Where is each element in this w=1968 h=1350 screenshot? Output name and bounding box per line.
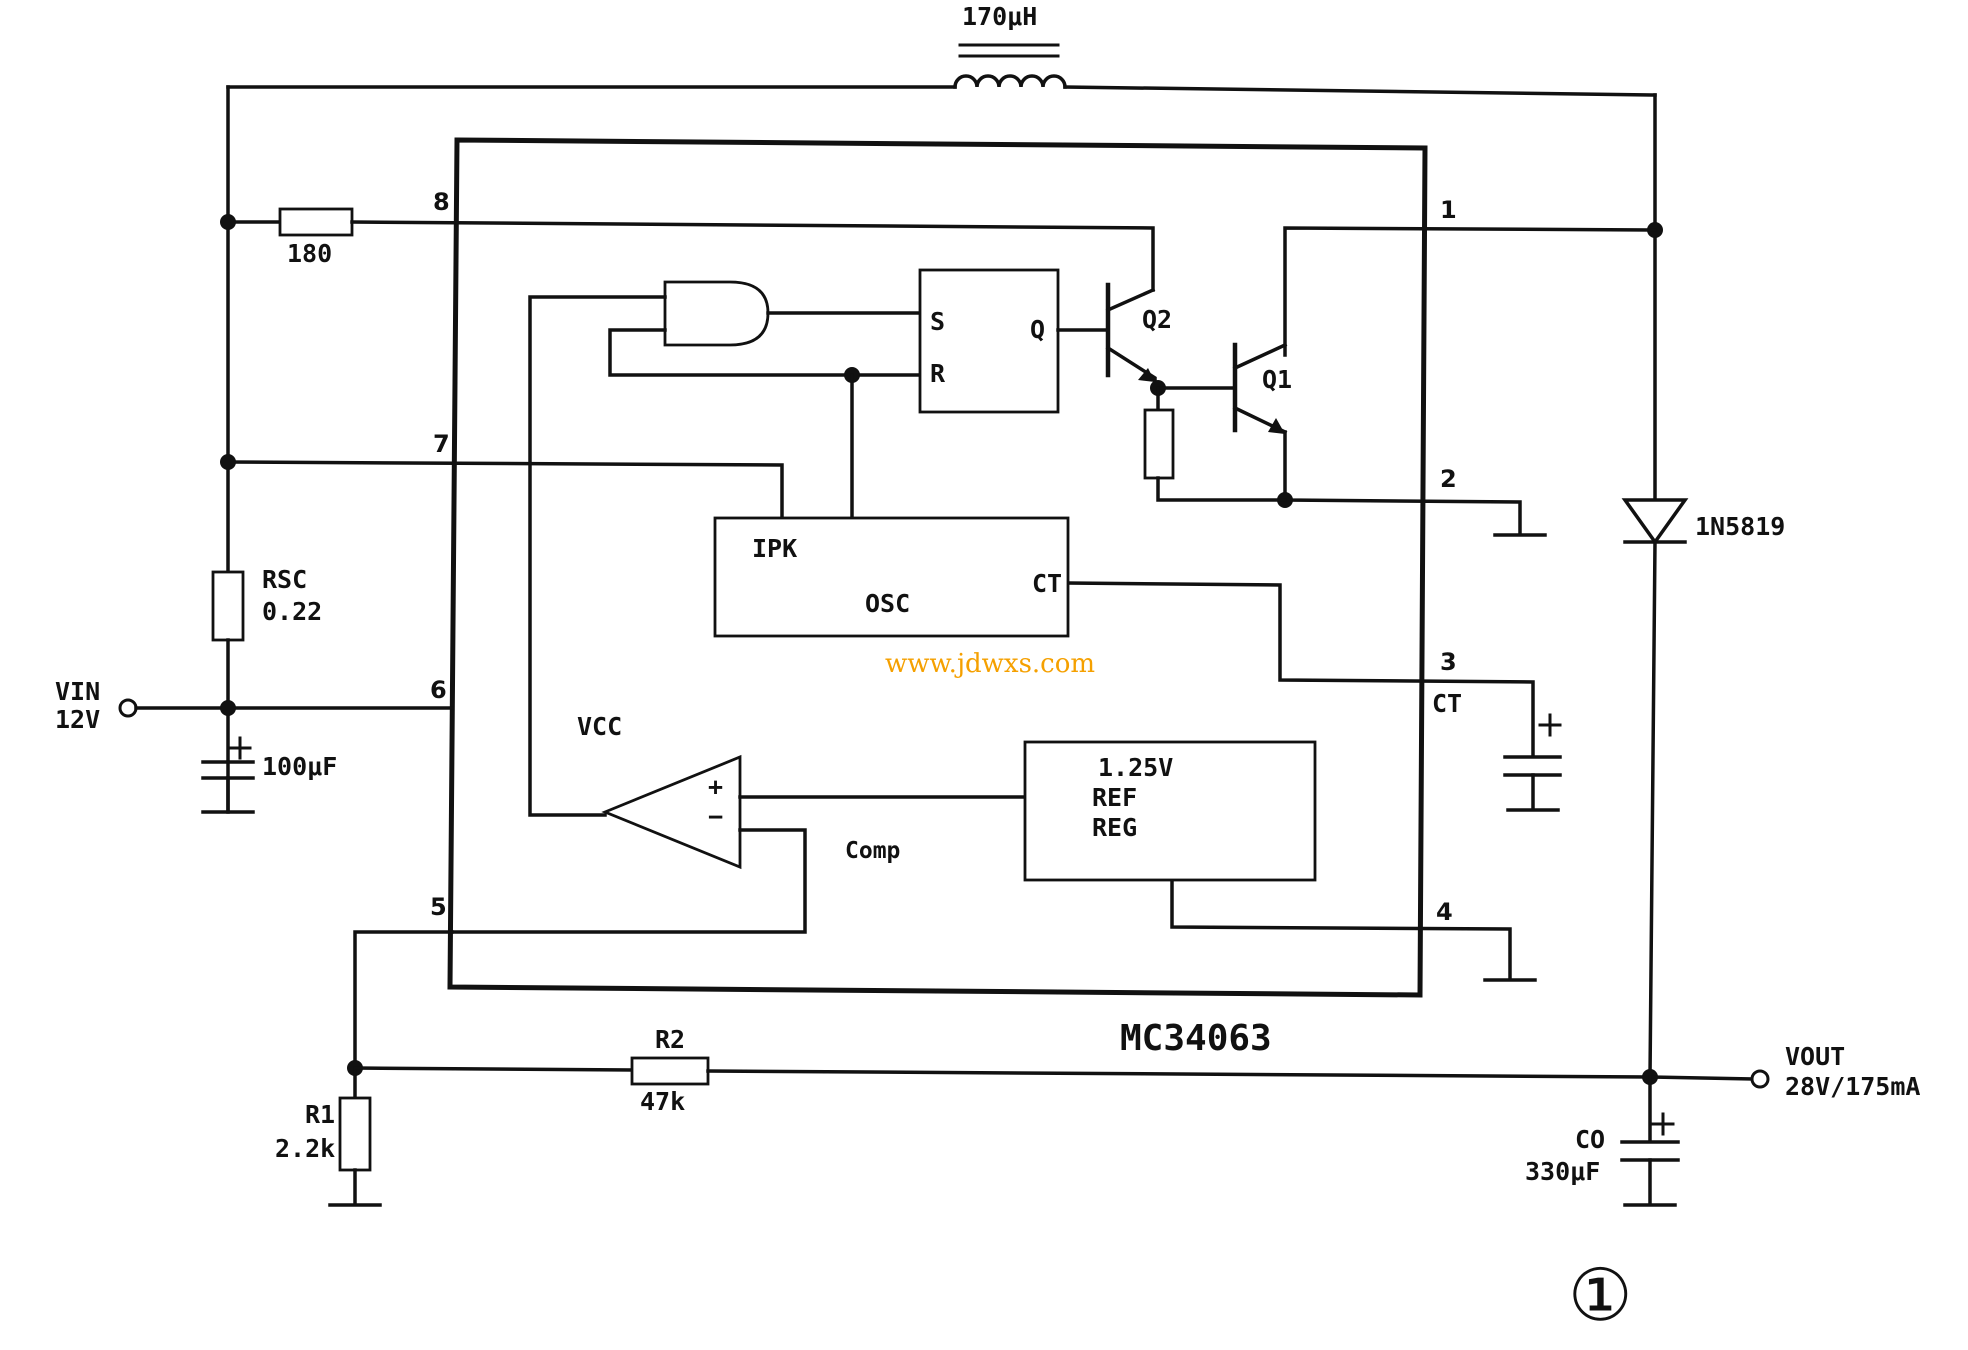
comparator: + − Comp bbox=[450, 754, 1027, 934]
r1-name: R1 bbox=[305, 1100, 335, 1129]
watermark: www.jdwxs.com bbox=[885, 649, 1095, 679]
chip-outline bbox=[447, 137, 1428, 998]
pin-3-label: 3 bbox=[1440, 648, 1457, 676]
pin-4-label: 4 bbox=[1436, 898, 1453, 926]
vin-value: 12V bbox=[55, 705, 100, 734]
pin-8-label: 8 bbox=[433, 188, 450, 216]
sr-flipflop: S R Q bbox=[918, 268, 1060, 414]
resistor-r1: R1 2.2k bbox=[275, 1066, 382, 1207]
q2-label: Q2 bbox=[1142, 305, 1172, 334]
rsc-value: 0.22 bbox=[262, 597, 322, 626]
ct-inner-label: CT bbox=[1032, 569, 1062, 598]
output-capacitor: CO 330μF bbox=[1525, 1075, 1680, 1207]
oscillator-block: IPK OSC CT bbox=[713, 516, 1070, 638]
vout-terminal bbox=[1750, 1069, 1770, 1089]
pin-5-label: 5 bbox=[430, 893, 447, 921]
osc-label: OSC bbox=[865, 589, 910, 618]
junction-dot bbox=[220, 214, 236, 230]
diode-1n5819: 1N5819 bbox=[1621, 498, 1785, 1079]
vout-label: VOUT bbox=[1785, 1042, 1845, 1071]
ct-capacitor bbox=[1503, 713, 1562, 812]
resistor-r2: R2 47k bbox=[353, 1025, 1650, 1116]
vout-wire bbox=[1648, 1075, 1754, 1081]
inductor-label: 170μH bbox=[962, 2, 1037, 31]
ff-s-label: S bbox=[930, 307, 945, 336]
pin-1-wire bbox=[1283, 226, 1657, 357]
comp-label: Comp bbox=[845, 838, 900, 864]
r2-name: R2 bbox=[655, 1025, 685, 1054]
ref-line1: 1.25V bbox=[1098, 753, 1173, 782]
resistor-rsc: RSC 0.22 bbox=[211, 565, 322, 642]
input-capacitor: 100μF bbox=[201, 736, 337, 814]
resistor-180: 180 bbox=[226, 207, 1155, 292]
ref-line2: REF bbox=[1092, 783, 1137, 812]
co-value: 330μF bbox=[1525, 1157, 1600, 1186]
pin-3-wire bbox=[1066, 581, 1535, 757]
reference-block: 1.25V REF REG bbox=[1023, 740, 1317, 882]
ff-q-label: Q bbox=[1030, 315, 1045, 344]
ref-line3: REG bbox=[1092, 813, 1137, 842]
transistor-q2: Q2 bbox=[1056, 282, 1172, 387]
pin-7-wire bbox=[226, 460, 784, 520]
junction-dot bbox=[220, 454, 236, 470]
inductor: 170μH bbox=[226, 2, 1657, 97]
pin-7-label: 7 bbox=[433, 430, 450, 458]
vin-terminal bbox=[118, 698, 138, 718]
pin-1-label: 1 bbox=[1440, 196, 1457, 224]
vin-label: VIN bbox=[55, 677, 100, 706]
transistor-q1: Q1 bbox=[1232, 342, 1292, 435]
pin-6-label: 6 bbox=[430, 676, 447, 704]
pin-2-label: 2 bbox=[1440, 465, 1457, 493]
and-gate bbox=[528, 280, 922, 817]
co-name: CO bbox=[1575, 1125, 1605, 1154]
ct-outer-label: CT bbox=[1432, 689, 1462, 718]
rsc-name: RSC bbox=[262, 565, 307, 594]
internal-resistor bbox=[1143, 386, 1287, 502]
comp-plus: + bbox=[708, 772, 723, 801]
r2-value: 47k bbox=[640, 1087, 685, 1116]
junction-dot bbox=[220, 700, 236, 716]
chip-name: MC34063 bbox=[1120, 1018, 1272, 1059]
input-capacitor-label: 100μF bbox=[262, 752, 337, 781]
comp-minus: − bbox=[708, 802, 723, 831]
ipk-label: IPK bbox=[752, 534, 797, 563]
pin-4-wire bbox=[1170, 878, 1537, 982]
diode-label: 1N5819 bbox=[1695, 512, 1785, 541]
vout-value: 28V/175mA bbox=[1785, 1072, 1920, 1101]
q1-label: Q1 bbox=[1262, 365, 1292, 394]
r1-value: 2.2k bbox=[275, 1134, 335, 1163]
pin-2-wire bbox=[1283, 430, 1547, 537]
resistor-180-label: 180 bbox=[287, 239, 332, 268]
pin-5-wire bbox=[353, 930, 454, 1070]
ff-r-label: R bbox=[930, 359, 946, 388]
figure-number: ① bbox=[1568, 1253, 1633, 1337]
vcc-label: VCC bbox=[577, 712, 622, 741]
